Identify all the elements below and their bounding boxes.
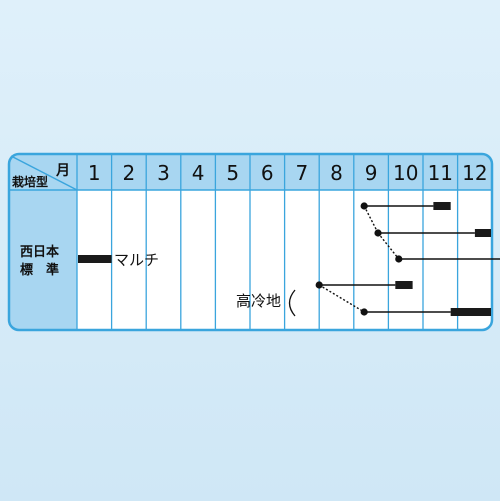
sow-link xyxy=(377,232,400,260)
row-label-line2: 標 準 xyxy=(20,262,59,278)
month-label: 4 xyxy=(192,161,205,185)
sow-dot xyxy=(315,281,323,289)
highland-label: 高冷地 xyxy=(236,292,281,310)
month-label: 3 xyxy=(157,161,170,185)
corner-type-label: 栽培型 xyxy=(12,174,48,189)
sow-link xyxy=(318,284,365,313)
grid-lines xyxy=(9,154,492,330)
corner-month-label: 月 xyxy=(55,163,70,179)
harvest-bar xyxy=(474,229,491,237)
month-label: 5 xyxy=(226,161,239,185)
month-label: 8 xyxy=(330,161,343,185)
sow-dot xyxy=(395,255,403,263)
harvest-bar xyxy=(433,202,451,210)
sow-dot xyxy=(360,202,368,210)
month-label: 1 xyxy=(88,161,101,185)
row-label-line1: 西日本 xyxy=(20,244,59,260)
sow-dot xyxy=(374,229,382,237)
month-label: 10 xyxy=(393,161,418,185)
month-label: 12 xyxy=(462,161,487,185)
month-label: 7 xyxy=(296,161,309,185)
schedule-marks xyxy=(78,202,500,316)
mulch-bar xyxy=(78,255,112,263)
month-label: 6 xyxy=(261,161,274,185)
sow-link xyxy=(363,205,379,234)
month-label: 11 xyxy=(428,161,453,185)
mulch-label: マルチ xyxy=(114,251,159,269)
harvest-bar xyxy=(450,308,491,316)
month-label: 2 xyxy=(123,161,136,185)
harvest-bar xyxy=(395,281,413,289)
sow-dot xyxy=(360,308,368,316)
table-border xyxy=(7,152,494,332)
month-label: 9 xyxy=(365,161,378,185)
highland-bracket xyxy=(288,289,296,317)
corner-diagonal xyxy=(10,155,78,191)
